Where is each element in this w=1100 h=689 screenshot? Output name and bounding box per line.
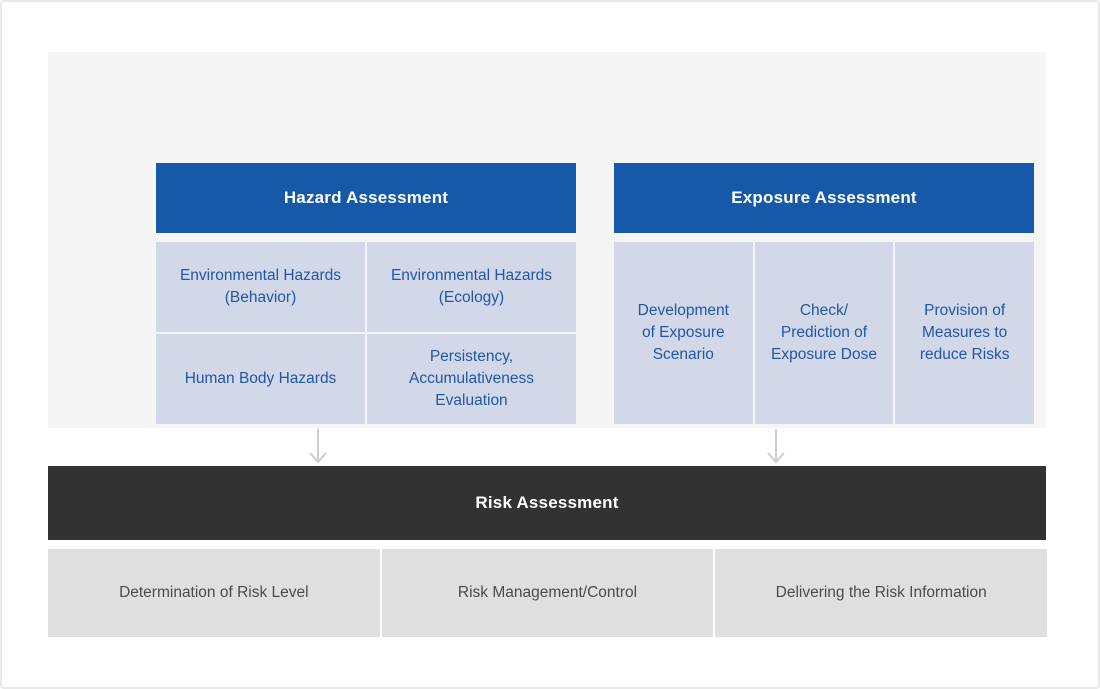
risk-cell-determination-of-risk-level: Determination of Risk Level [48,549,380,637]
exposure-cell-dose-prediction: Check/ Prediction of Exposure Dose [754,242,894,424]
hazard-cell-environmental-behavior: Environmental Hazards (Behavior) [156,242,365,332]
down-arrow-icon [767,429,785,464]
hazard-cell-human-body: Human Body Hazards [156,334,365,424]
exposure-cell-scenario-development: Development of Exposure Scenario [614,242,753,424]
risk-cell-delivering-risk-information: Delivering the Risk Information [715,549,1047,637]
exposure-cells-grid: Development of Exposure Scenario Check/ … [614,242,1034,424]
risk-cell-risk-management-control: Risk Management/Control [381,549,714,637]
hazard-assessment-header: Hazard Assessment [156,163,576,233]
upper-assessment-panel: Hazard Assessment Environmental Hazards … [48,52,1046,428]
hazard-cell-persistency: Persistency, Accumulativeness Evaluation [367,334,576,424]
risk-cells-row: Determination of Risk Level Risk Managem… [48,549,1047,637]
risk-assessment-header: Risk Assessment [48,466,1046,540]
exposure-cell-risk-reduction-measures: Provision of Measures to reduce Risks [895,242,1034,424]
hazard-cells-grid: Environmental Hazards (Behavior) Environ… [156,242,576,424]
down-arrow-icon [309,429,327,464]
exposure-assessment-header: Exposure Assessment [614,163,1034,233]
hazard-cell-environmental-ecology: Environmental Hazards (Ecology) [367,242,576,332]
